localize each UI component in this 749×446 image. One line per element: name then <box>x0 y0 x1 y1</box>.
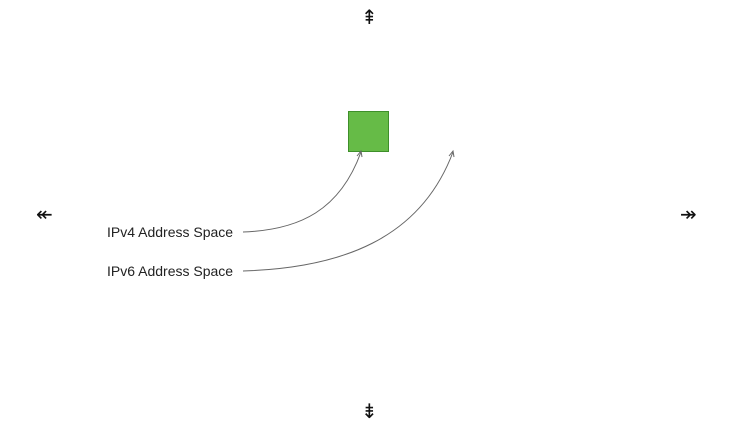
pan-down-icon[interactable]: ⇟ <box>361 399 378 423</box>
ipv6-address-space-label[interactable]: IPv6 Address Space <box>107 263 234 279</box>
pan-left-icon[interactable]: ↞ <box>36 202 53 226</box>
ipv6-connector <box>242 151 454 272</box>
ipv4-connector <box>242 151 362 233</box>
green-square-node[interactable] <box>348 111 389 152</box>
pan-up-icon[interactable]: ⇞ <box>361 5 378 29</box>
pan-right-icon[interactable]: ↠ <box>680 202 697 226</box>
ipv4-address-space-label[interactable]: IPv4 Address Space <box>107 224 234 240</box>
ipv6-connector-arrowhead <box>448 149 455 158</box>
